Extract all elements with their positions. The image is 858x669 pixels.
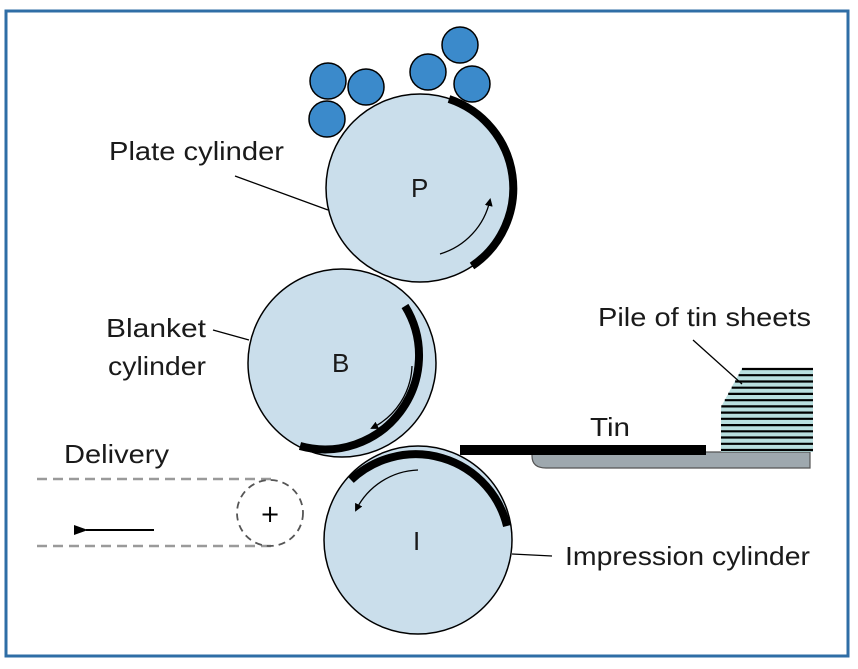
plate-cylinder-label: Plate cylinder	[109, 136, 284, 166]
plate-letter: P	[411, 173, 428, 203]
delivery-pulley	[236, 479, 304, 547]
impression-letter: I	[413, 526, 420, 556]
impression-band	[348, 450, 511, 527]
tin-sheet	[460, 445, 706, 455]
ink-roller	[309, 62, 347, 100]
ink-roller	[347, 68, 385, 106]
plate-leader-line	[234, 175, 329, 211]
plate-band	[447, 95, 518, 270]
impression-leader-line	[511, 553, 553, 557]
blanket-leader-line	[212, 329, 250, 341]
blanket-letter: B	[332, 348, 349, 378]
rotation-arrow-icon	[439, 198, 493, 255]
plate-cylinder: P	[325, 93, 518, 283]
pile-label: Pile of tin sheets	[598, 302, 811, 332]
blanket-cylinder-body	[247, 268, 437, 458]
delivery-label: Delivery	[64, 439, 169, 469]
feed-tray	[531, 451, 811, 469]
delivery-conveyor: +	[37, 477, 304, 548]
ink-roller	[409, 53, 447, 91]
ink-roller	[441, 26, 479, 64]
sheet-pile	[721, 367, 813, 452]
blanket-cylinder: B	[247, 268, 437, 458]
impression-cylinder-label: Impression cylinder	[565, 541, 810, 571]
rotation-arrow-icon	[370, 365, 413, 429]
tin-label: Tin	[590, 412, 630, 442]
impression-cylinder: I	[323, 445, 513, 635]
diagram-frame	[4, 9, 850, 658]
ink-roller	[453, 65, 491, 103]
ink-roller	[308, 100, 346, 138]
impression-cylinder-body	[323, 445, 513, 635]
ink-rollers	[308, 26, 491, 138]
blanket-label-line2: cylinder	[108, 351, 206, 381]
pulley-plus-icon: +	[260, 500, 280, 528]
pile-leader-line	[692, 339, 743, 385]
blanket-label-line1: Blanket	[106, 313, 207, 343]
blanket-band	[298, 303, 423, 454]
rotation-arrow-icon	[355, 469, 419, 512]
